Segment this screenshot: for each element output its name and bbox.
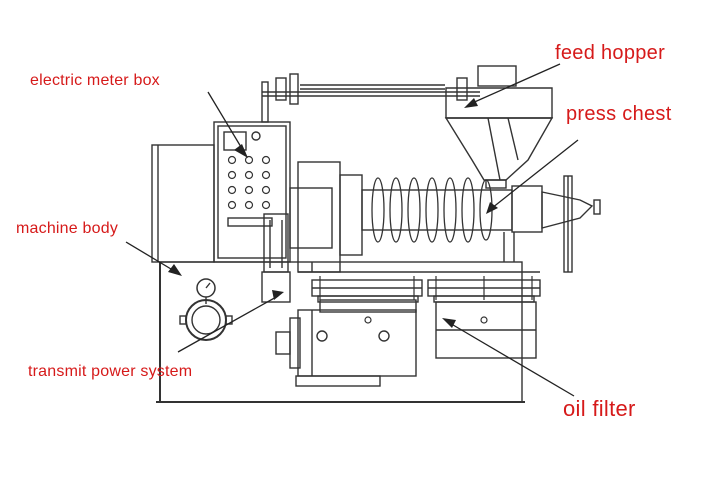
electric-meter-box-drawing [213,121,291,263]
press-chest-drawing [289,161,601,273]
oil-filter-drawing [298,271,541,359]
label-press-chest: press chest [566,103,672,125]
label-feed-hopper: feed hopper [555,42,666,64]
label-machine-body: machine body [16,220,119,237]
transmit-power-system-drawing [261,213,417,387]
feed-hopper-drawing [444,65,554,189]
leader-arrowheads [168,98,498,328]
label-transmit-power-system: transmit power system [28,363,193,380]
leader-lines [125,63,579,397]
label-electric-meter-box: electric meter box [30,72,160,89]
machine-body-frame [151,144,525,403]
top-shaft-pulley [261,73,480,123]
label-oil-filter: oil filter [563,396,636,421]
